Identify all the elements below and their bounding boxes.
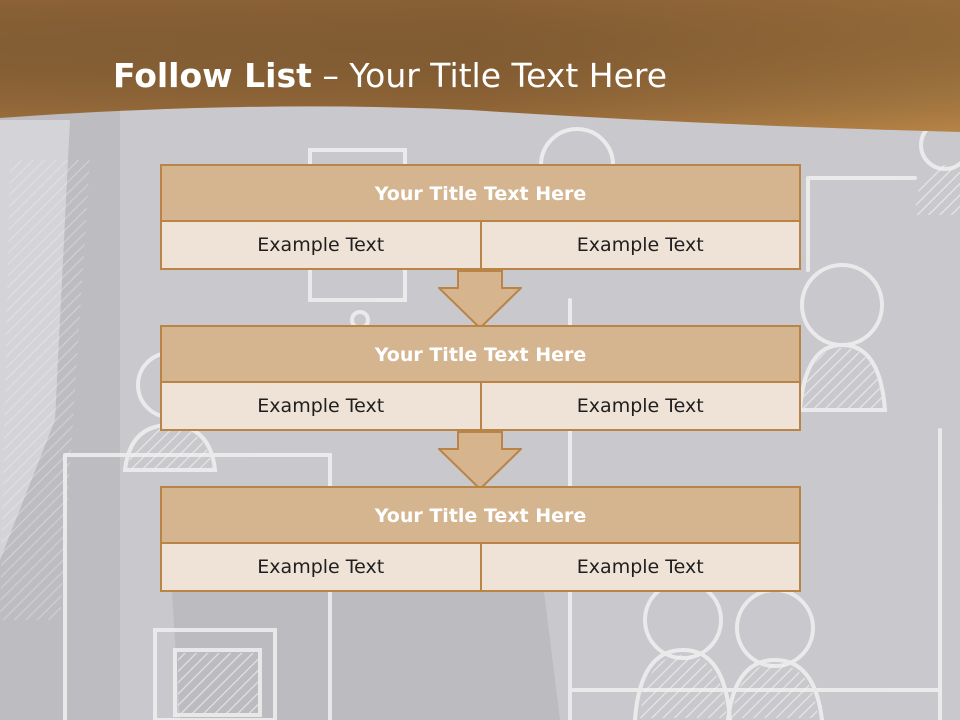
block-row: Example Text Example Text	[162, 222, 799, 268]
block-heading: Your Title Text Here	[162, 166, 799, 222]
block-cell-left: Example Text	[162, 222, 480, 268]
slide-title: Follow List – Your Title Text Here	[0, 52, 870, 100]
slide-title-bold: Follow List	[112, 56, 312, 95]
block-cell-right: Example Text	[479, 544, 799, 590]
block-row: Example Text Example Text	[162, 544, 799, 590]
list-block-1: Your Title Text Here Example Text Exampl…	[160, 164, 801, 270]
down-arrow-icon	[438, 270, 522, 330]
block-cell-right: Example Text	[479, 222, 799, 268]
block-cell-left: Example Text	[162, 383, 480, 429]
down-arrow-icon	[438, 431, 522, 491]
block-heading: Your Title Text Here	[162, 327, 799, 383]
block-heading: Your Title Text Here	[162, 488, 799, 544]
slide-title-rest: – Your Title Text Here	[311, 56, 668, 95]
list-block-2: Your Title Text Here Example Text Exampl…	[160, 325, 801, 431]
block-cell-left: Example Text	[162, 544, 480, 590]
block-cell-right: Example Text	[479, 383, 799, 429]
block-row: Example Text Example Text	[162, 383, 799, 429]
list-block-3: Your Title Text Here Example Text Exampl…	[160, 486, 801, 592]
